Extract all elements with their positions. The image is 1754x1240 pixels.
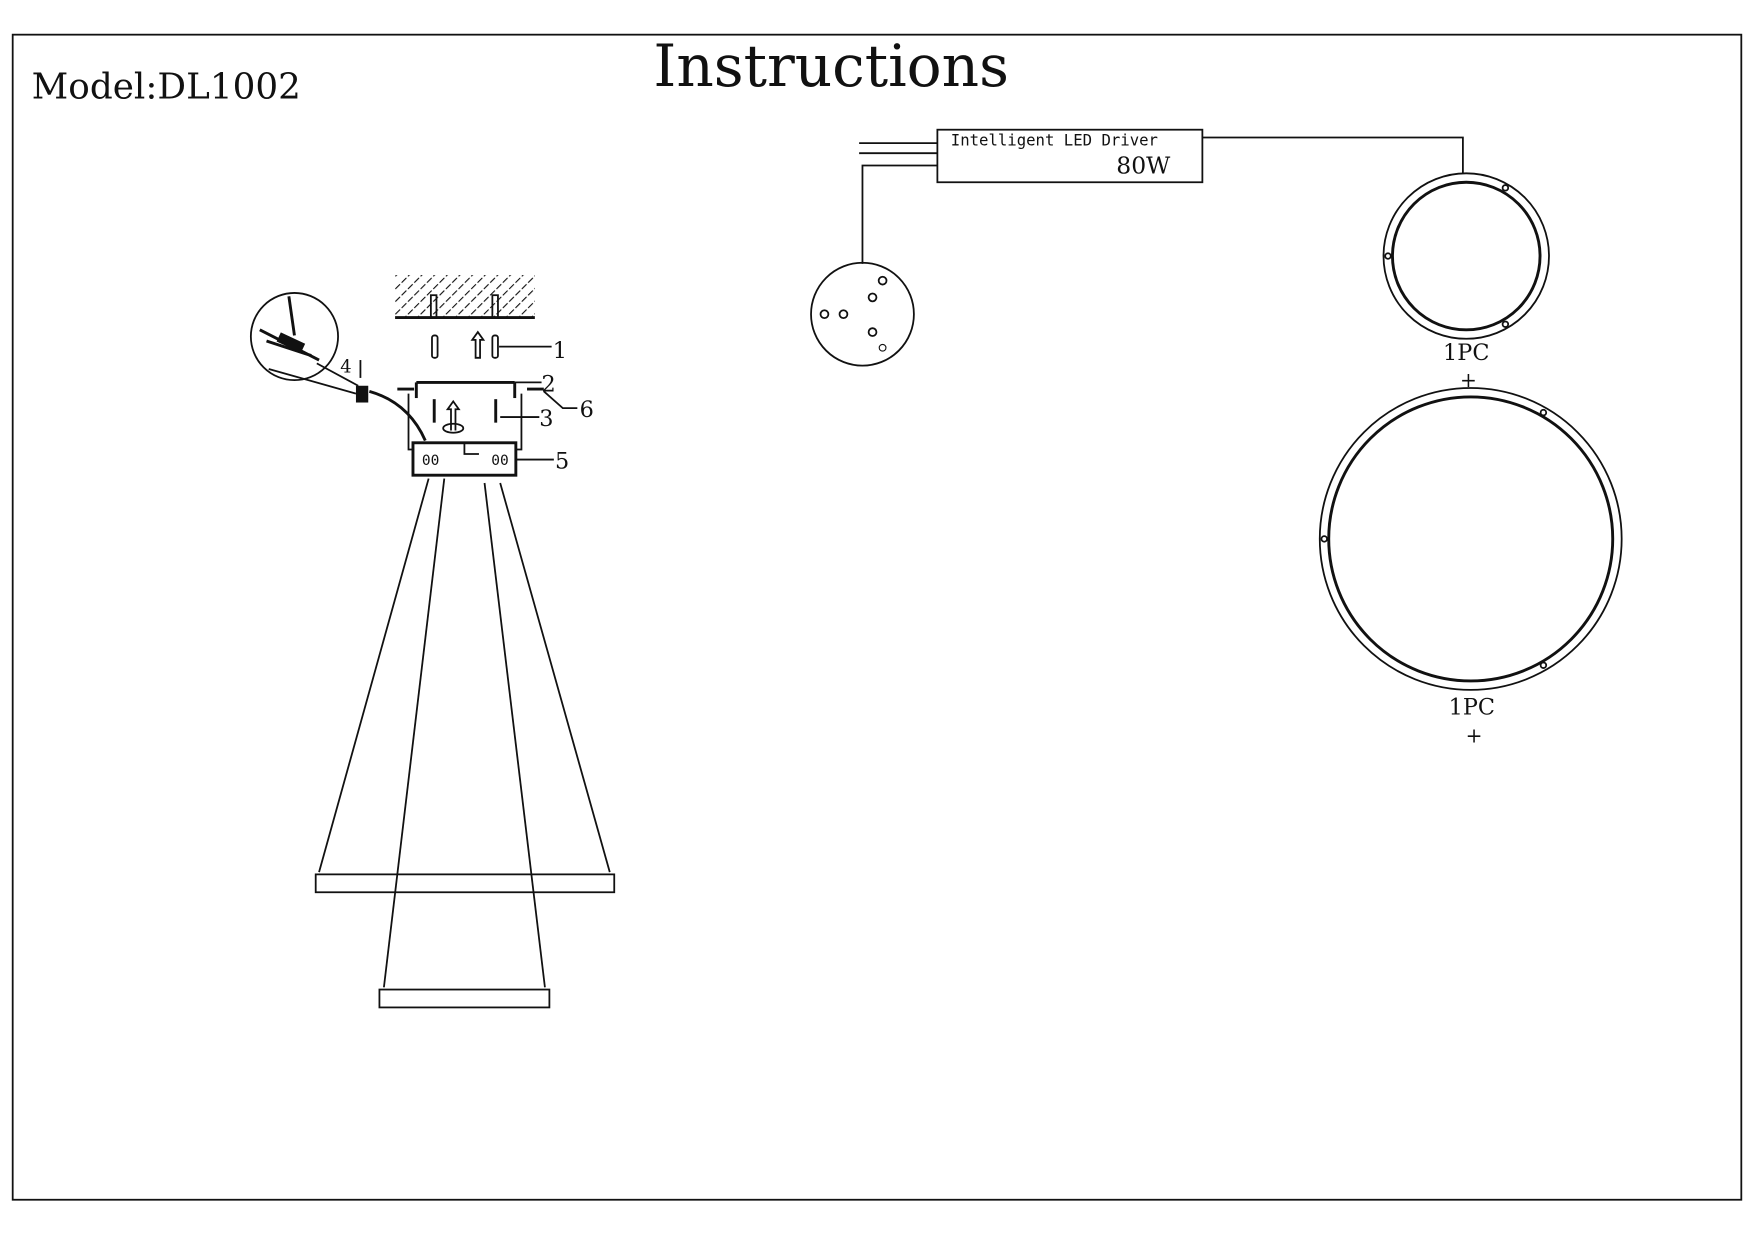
ring-quantity: 1PC xyxy=(1449,694,1495,720)
suspension-wire xyxy=(483,482,546,988)
plus-sign: + xyxy=(1466,723,1483,747)
small-ring xyxy=(1382,172,1550,340)
suspension-wire xyxy=(318,478,430,873)
part-label-1: 1 xyxy=(553,338,567,364)
ceiling-plate xyxy=(810,261,915,367)
wiring-detail-callout xyxy=(249,292,339,382)
part-label-2: 2 xyxy=(542,371,556,397)
suspension-wire xyxy=(499,482,611,873)
rotate-icon xyxy=(442,422,465,434)
model-label: Model:DL1002 xyxy=(32,66,301,107)
wall-anchor xyxy=(491,334,499,359)
wiring-diagram: Intelligent LED Driver 80W 1PC + 1PC + xyxy=(810,128,1623,747)
up-arrow-icon xyxy=(470,330,486,359)
ceiling-hatch xyxy=(395,275,535,317)
driver-power: 80W xyxy=(1116,151,1171,179)
page-title: Instructions xyxy=(653,32,1009,100)
led-driver-box xyxy=(936,128,1204,184)
ceiling-assembly-diagram: 1 2 6 3 00 00 5 4 xyxy=(249,275,616,1009)
part-label-6: 6 xyxy=(580,397,594,423)
wire-connector xyxy=(355,385,369,403)
part-label-4: 4 xyxy=(340,356,351,377)
svg-text:00: 00 xyxy=(422,453,439,469)
upper-ring-side-view xyxy=(314,873,616,894)
page-border xyxy=(11,33,1743,1201)
wall-anchor xyxy=(431,334,439,359)
up-arrow-icon xyxy=(445,399,461,431)
large-ring xyxy=(1318,387,1623,691)
driver-label: Intelligent LED Driver xyxy=(951,130,1158,149)
ring-quantity: 1PC xyxy=(1443,340,1489,366)
part-label-5: 5 xyxy=(555,448,569,474)
plus-sign: + xyxy=(1460,368,1477,392)
lower-ring-side-view xyxy=(378,988,551,1009)
svg-text:00: 00 xyxy=(491,453,508,469)
suspension-wire xyxy=(383,478,446,988)
part-label-3: 3 xyxy=(539,406,553,432)
